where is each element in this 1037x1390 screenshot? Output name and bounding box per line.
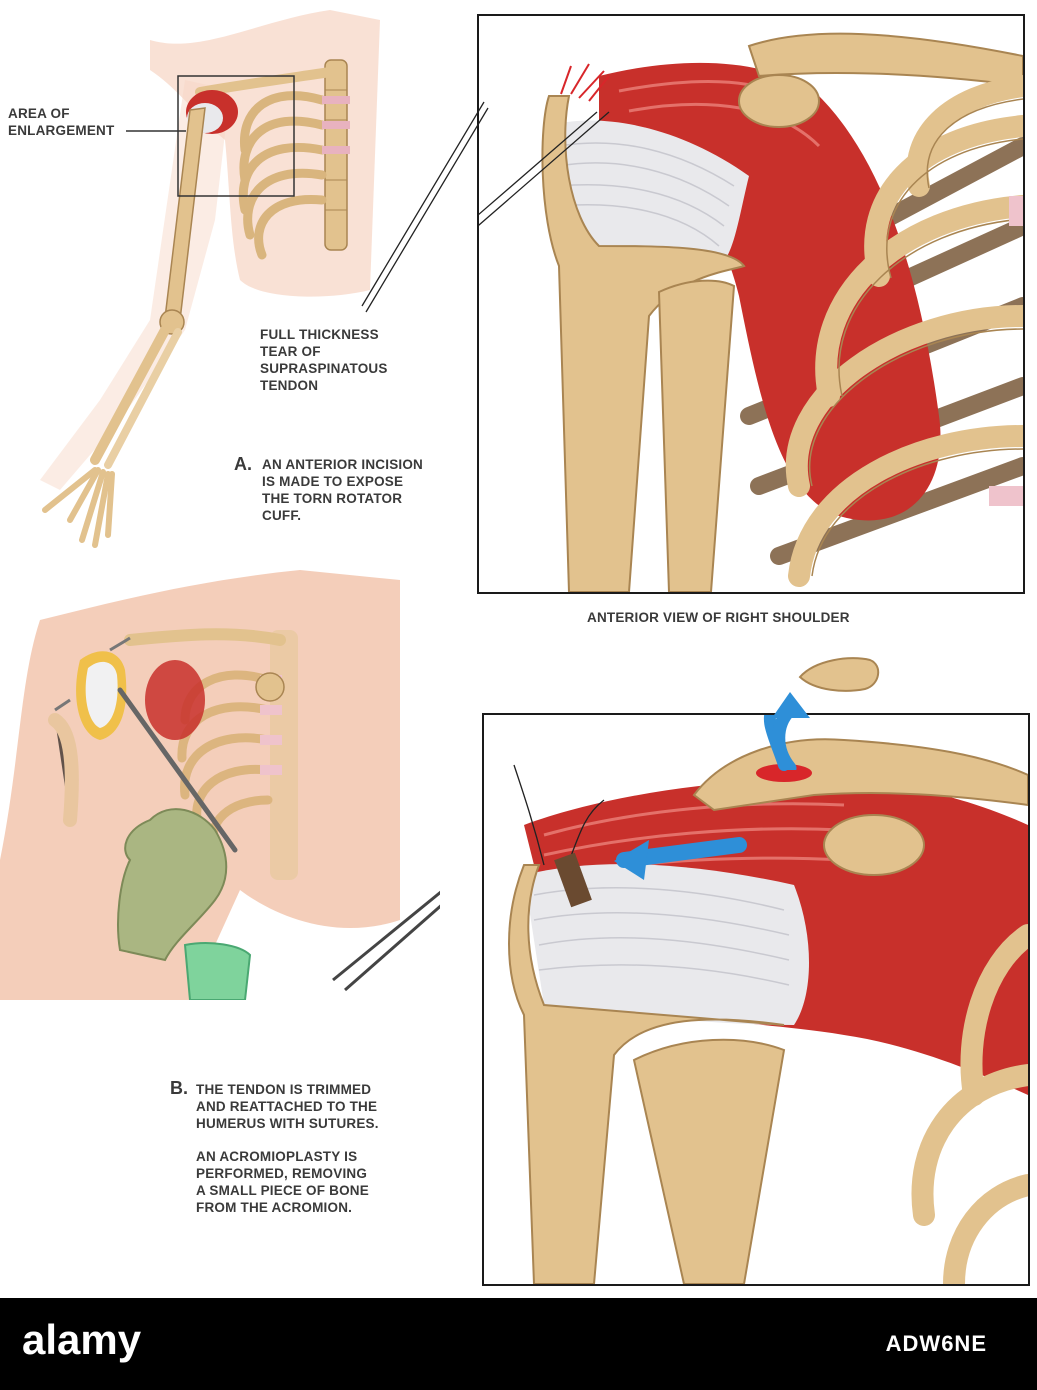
tear-label: FULL THICKNESS TEAR OF SUPRASPINATOUS TE… xyxy=(260,327,388,393)
repair-panel xyxy=(482,713,1030,1286)
step-b-caption: B. xyxy=(170,1078,188,1099)
removed-bone-piece xyxy=(798,657,880,692)
stock-id: ADW6NE xyxy=(885,1331,987,1356)
tear-leader-line xyxy=(361,101,489,313)
step-b-letter: B. xyxy=(170,1078,188,1098)
arm-skeleton-illustration xyxy=(0,0,420,600)
area-of-enlargement-label: AREA OF ENLARGEMENT xyxy=(8,106,115,138)
surgery-illustration xyxy=(0,560,440,1000)
alamy-logo: alamy xyxy=(22,1316,142,1363)
step-a-text: AN ANTERIOR INCISION IS MADE TO EXPOSE T… xyxy=(262,457,424,523)
footer-bar: alamy ADW6NE xyxy=(0,1298,1037,1390)
bone-removal-arrow xyxy=(772,692,810,770)
step-a-caption: A. xyxy=(234,454,252,475)
step-b2-text: AN ACROMIOPLASTY IS PERFORMED, REMOVING … xyxy=(196,1149,369,1215)
step-a-letter: A. xyxy=(234,454,252,474)
step-b-text: THE TENDON IS TRIMMED AND REATTACHED TO … xyxy=(196,1082,379,1131)
view-title: ANTERIOR VIEW OF RIGHT SHOULDER xyxy=(587,610,850,625)
anterior-shoulder-panel xyxy=(477,14,1025,594)
